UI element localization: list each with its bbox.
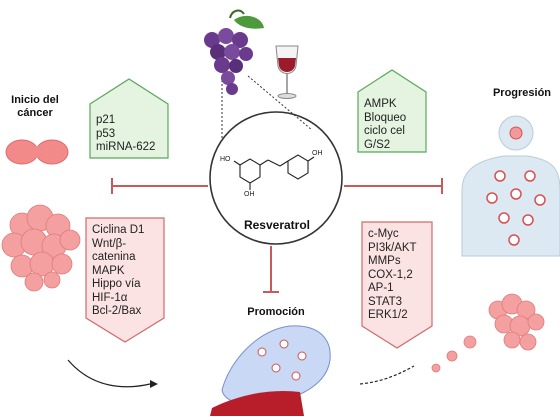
curved-arrow-right (359, 365, 415, 385)
metastasis-cluster-icon (431, 293, 545, 373)
box-line: Hippo vía (92, 278, 141, 290)
molecule-oh-label: HO (220, 156, 231, 163)
box-line: p21 (96, 114, 116, 126)
stage-label-progression: Progresión (492, 87, 552, 99)
inhibit-arrow-down (263, 246, 279, 293)
box-right-bottom-shape (361, 221, 433, 349)
box-right-top-shape (357, 69, 427, 153)
curved-arrow-left (67, 359, 151, 388)
box-line: MAPK (92, 264, 125, 277)
resveratrol-circle (209, 111, 343, 245)
box-line: HIF-1α (92, 291, 128, 304)
box-line: Bloqueo (364, 111, 407, 124)
box-left-top-shape (89, 78, 169, 159)
box-right-top: AMPK Bloqueo ciclo cel G/S2 (364, 98, 406, 152)
box-line: Bcl-2/Bax (92, 305, 142, 317)
box-left-bottom: Ciclina D1 Wnt/β- catenina MAPK Hippo ví… (92, 224, 144, 319)
box-line: Wnt/β- (92, 237, 127, 250)
box-line: Ciclina D1 (92, 224, 145, 236)
box-line: c-Myc (368, 228, 399, 240)
resveratrol-molecule (233, 154, 315, 190)
box-line: MMPs (368, 255, 401, 267)
box-line: AMPK (364, 98, 397, 110)
tumor-cluster-icon (1, 204, 81, 292)
box-line: p53 (96, 127, 116, 140)
box-line: catenina (92, 251, 136, 263)
inhibit-arrow-right (344, 178, 443, 194)
box-line: G/S2 (364, 138, 391, 151)
grape-icon (204, 9, 264, 95)
box-right-bottom: c-Myc PI3k/AKT MMPs COX-1,2 AP-1 STAT3 E… (368, 228, 417, 323)
box-line: ERK1/2 (368, 309, 408, 321)
dividing-cell-icon (5, 139, 69, 165)
box-left-top: p21 p53 miRNA-622 (96, 114, 155, 155)
inhibit-arrow-left (111, 178, 208, 194)
stage-label-initiation: Inicio del cáncer (11, 94, 59, 119)
box-line: COX-1,2 (368, 268, 413, 281)
molecule-oh-label: OH (312, 150, 323, 157)
box-line: AP-1 (368, 282, 394, 294)
grape-dotted-lines (221, 75, 313, 140)
box-line: ciclo cel (364, 125, 405, 137)
curved-arrow-left-head (150, 380, 158, 388)
box-left-bottom-shape (85, 217, 165, 343)
human-body-icon (461, 115, 560, 257)
stage-label-promotion: Promoción (247, 306, 305, 318)
resveratrol-label: Resveratrol (243, 218, 311, 232)
box-line: STAT3 (368, 295, 403, 308)
blood-vessel-tumor-icon (210, 325, 331, 416)
molecule-oh-label: OH (244, 191, 255, 198)
box-line: PI3k/AKT (368, 241, 417, 254)
wine-glass-icon (275, 45, 299, 99)
box-line: miRNA-622 (96, 141, 156, 153)
